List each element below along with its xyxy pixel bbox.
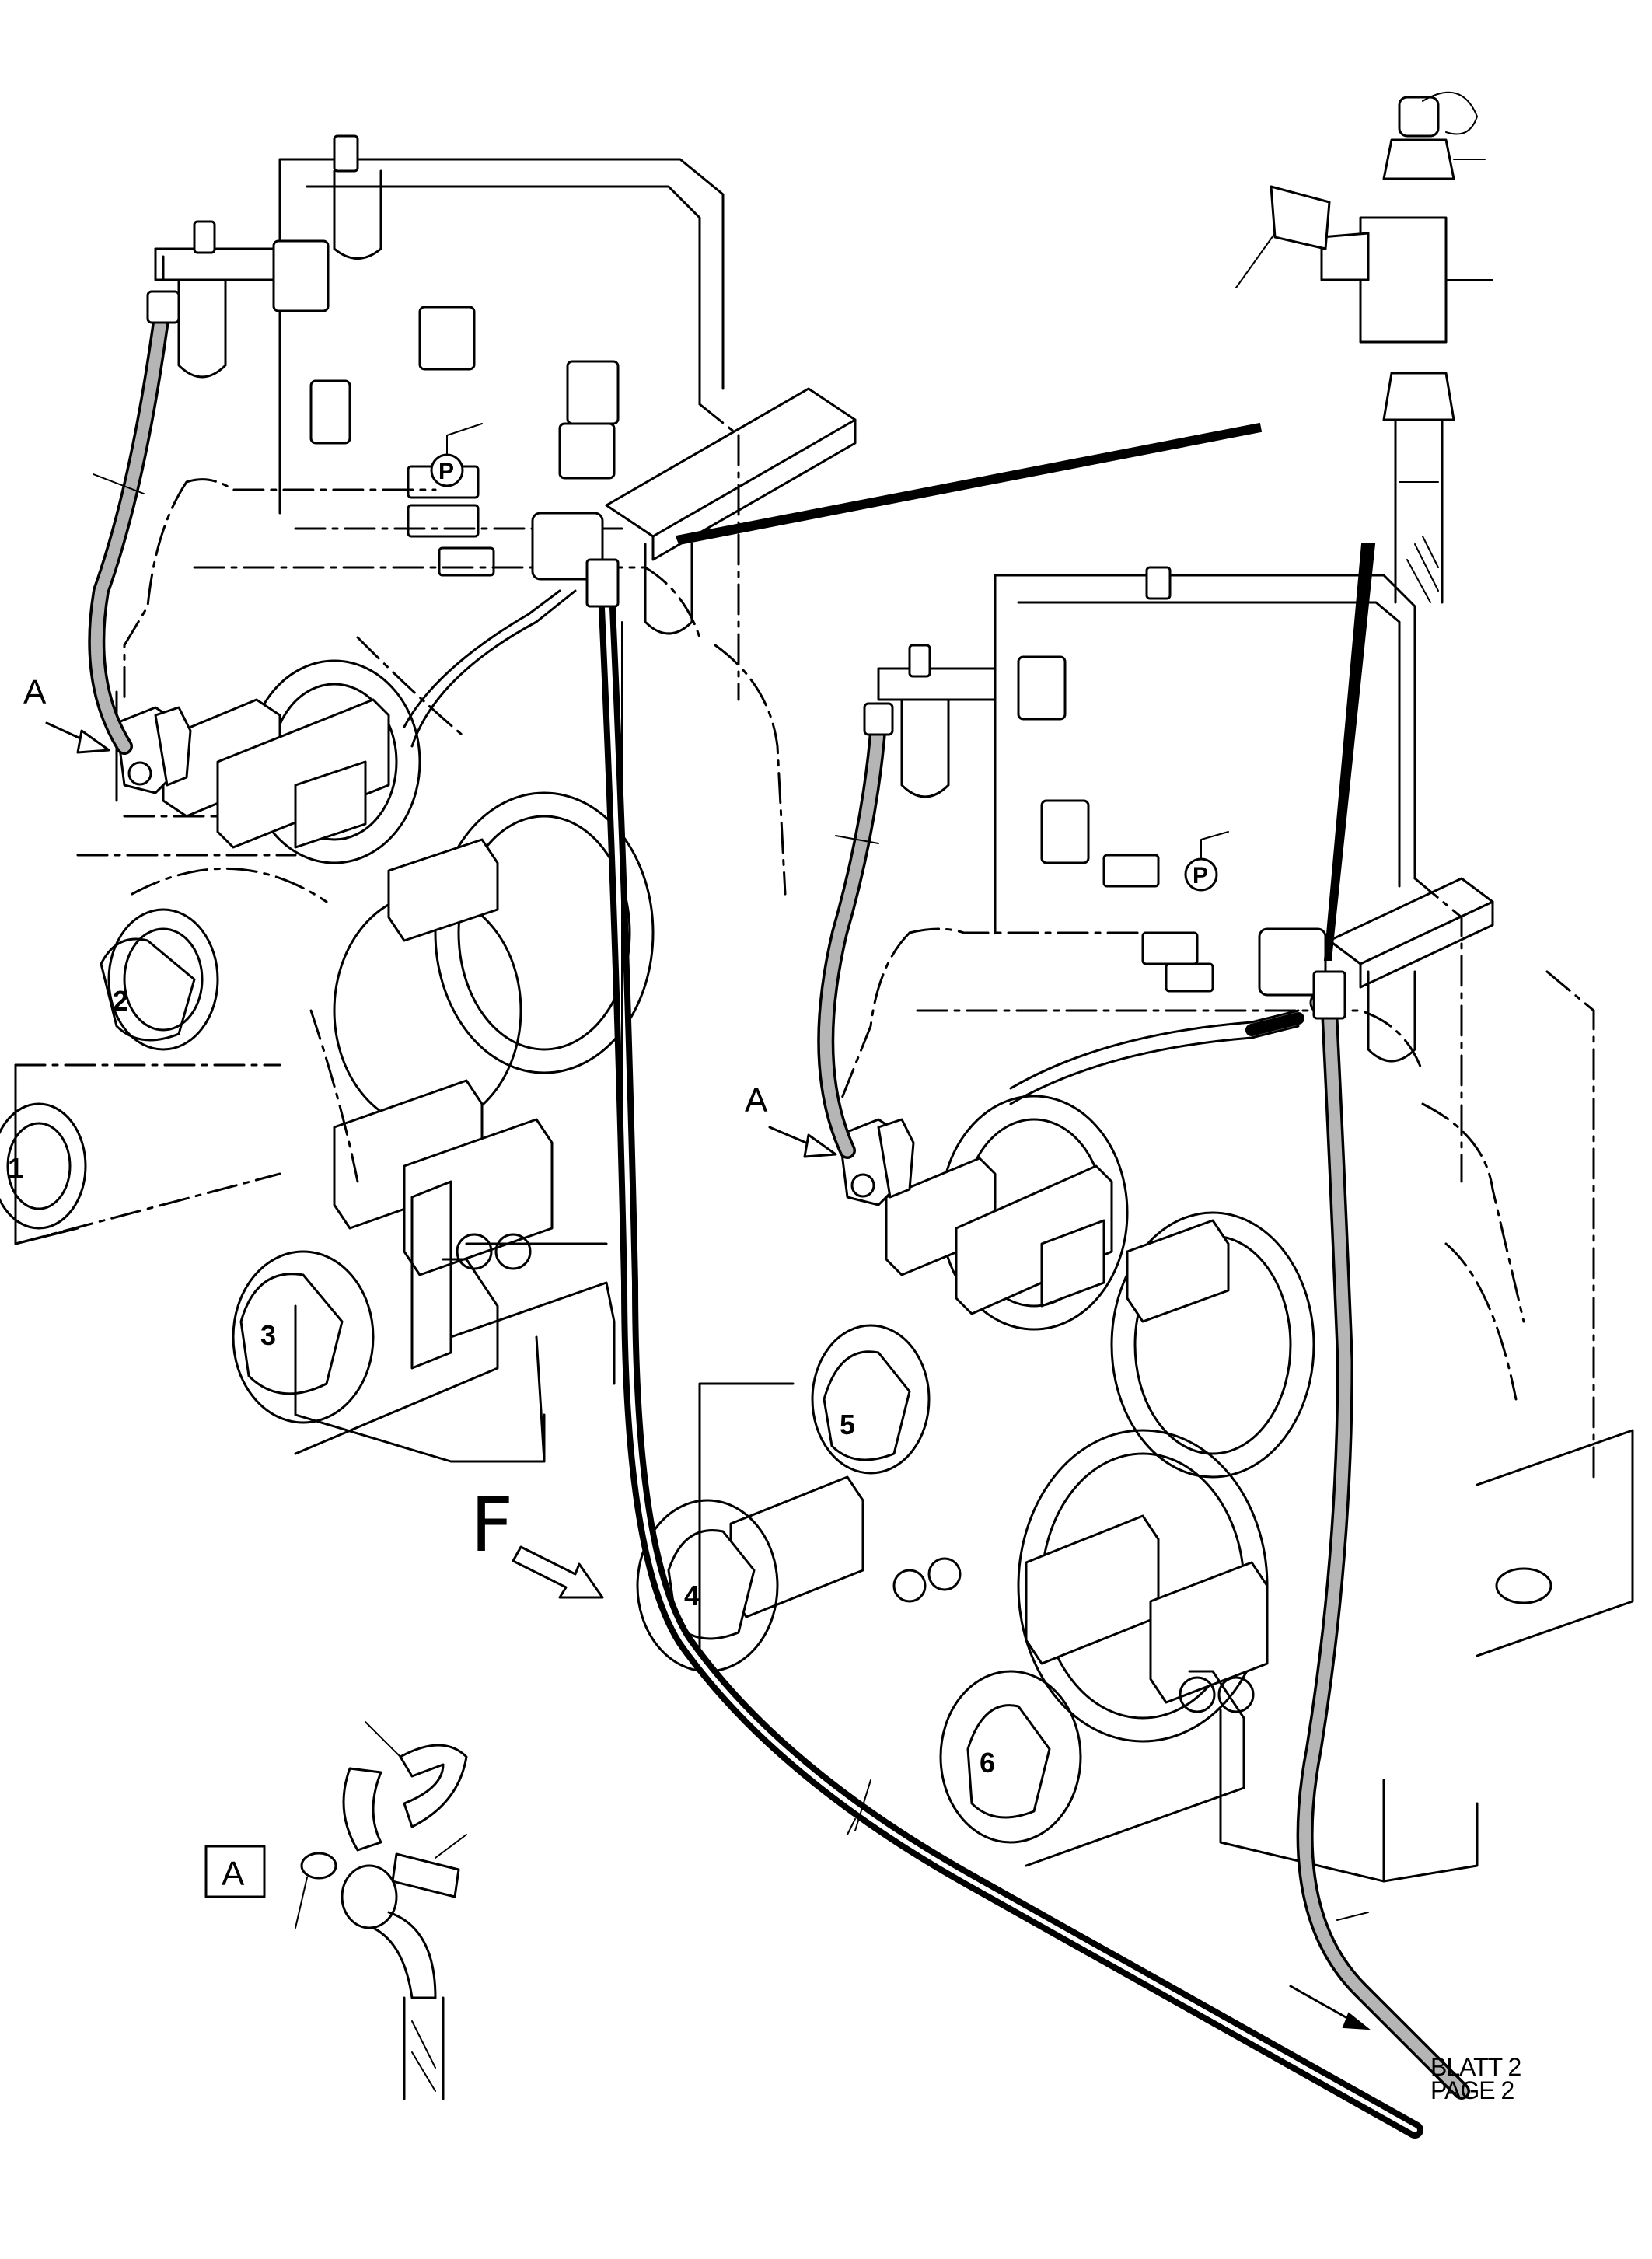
detail-leader-bottom — [1323, 543, 1376, 961]
arrow-a-right-label: A — [745, 1081, 768, 1119]
arrow-a-left: A — [23, 673, 110, 754]
main-return-hose-left — [598, 582, 1423, 2139]
detail-a-flange-clamp — [204, 1721, 468, 2100]
continuation-line-1: BLATT 2 — [1430, 2053, 1521, 2081]
callout-3: 3 — [260, 1319, 276, 1351]
left-pump-assembly — [0, 134, 857, 1463]
pressure-point-right-label: P — [1193, 863, 1208, 889]
right-pump-assembly — [636, 566, 1634, 1883]
arrow-a-left-label: A — [23, 673, 47, 711]
callout-5: 5 — [840, 1409, 855, 1440]
callout-2: 2 — [113, 985, 128, 1017]
exploded-tee-fitting-detail — [1235, 91, 1493, 604]
continuation-note: BLATT 2 PAGE 2 — [1430, 2053, 1522, 2104]
pilot-lines — [403, 589, 1304, 1105]
direction-arrow-f: F — [470, 1482, 604, 1599]
detail-a-box-label: A — [222, 1855, 245, 1893]
callout-4: 4 — [684, 1580, 700, 1611]
detail-a-box — [204, 1845, 266, 1898]
left-feed-hose — [88, 295, 172, 755]
continuation-arrow — [1289, 1985, 1371, 2030]
callout-6: 6 — [980, 1747, 995, 1779]
right-feed-hose — [817, 714, 887, 1159]
arrow-a-right: A — [745, 1081, 837, 1158]
direction-f-label: F — [470, 1482, 513, 1569]
main-return-hose-right — [1296, 1002, 1470, 2100]
continuation-line-2: PAGE 2 — [1430, 2076, 1514, 2104]
pressure-point-left-label: P — [438, 459, 454, 484]
callout-1: 1 — [8, 1152, 23, 1184]
pressure-point-left: P — [430, 423, 483, 487]
detail-leader-top — [675, 422, 1263, 546]
hose-fittings — [146, 290, 1346, 1020]
pressure-point-right: P — [1184, 831, 1229, 892]
leader-lines — [93, 473, 1369, 1921]
